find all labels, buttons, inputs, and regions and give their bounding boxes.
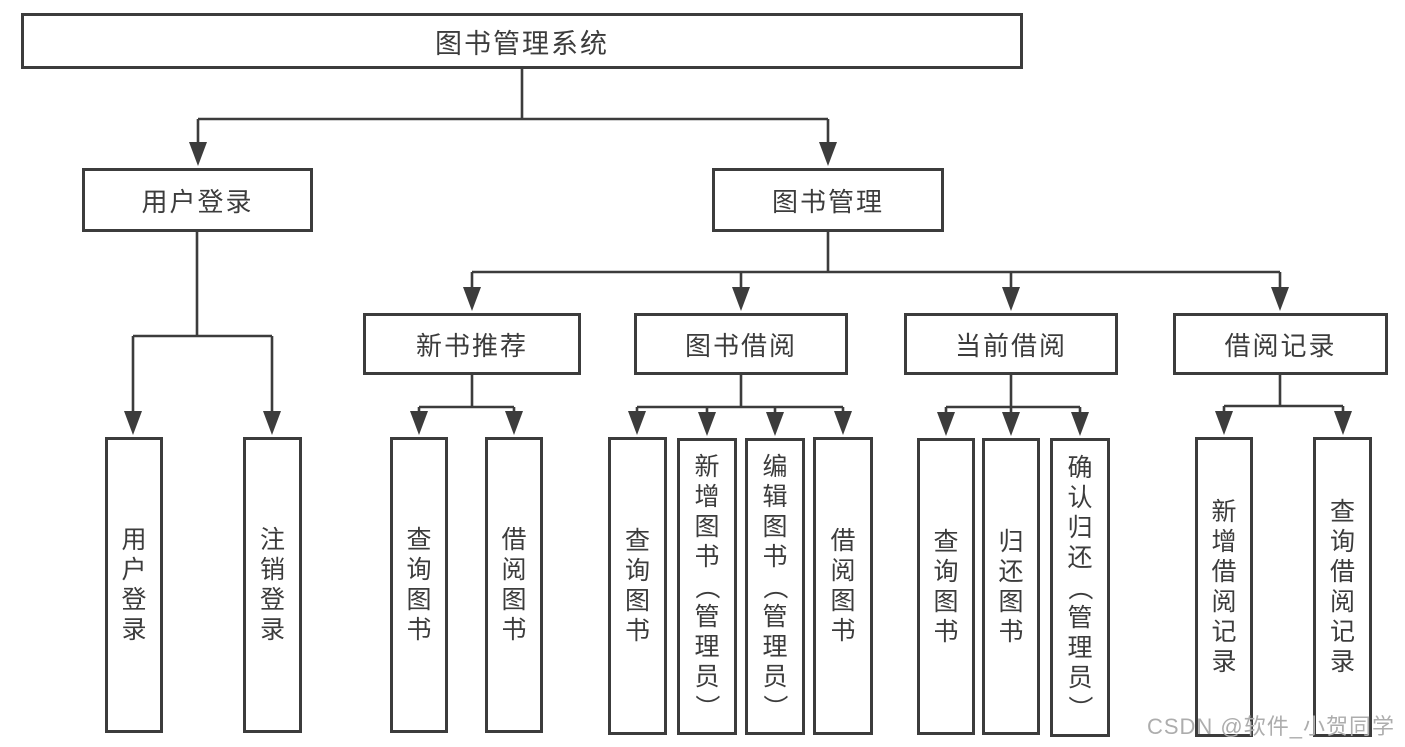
box-label-book-mgmt: 图书管理 (771, 186, 884, 217)
box-label-bb-add-books: 新增图书（管理员） (692, 452, 721, 720)
arrowhead-icons (124, 142, 1352, 436)
box-label-cb-return-books: 归还图书 (998, 527, 1024, 646)
box-user-login: 用户登录 (82, 168, 313, 232)
box-cb-query-books: 查询图书 (917, 438, 975, 735)
box-bb-edit-books: 编辑图书（管理员） (745, 438, 805, 735)
box-cb-return-books: 归还图书 (982, 438, 1040, 735)
box-label-borrow-records: 借阅记录 (1224, 330, 1337, 361)
box-new-book-rec: 新书推荐 (363, 313, 581, 375)
box-bb-query-books: 查询图书 (608, 437, 667, 735)
box-label-user-login: 用户登录 (141, 186, 254, 217)
box-label-cb-confirm-return: 确认归还（管理员） (1065, 453, 1094, 721)
box-label-root: 图书管理系统 (435, 28, 609, 59)
box-label-bb-query-books: 查询图书 (624, 527, 650, 645)
box-rec-query-books: 查询图书 (390, 437, 448, 733)
box-user-login-leaf: 用户登录 (105, 437, 163, 733)
box-book-borrow: 图书借阅 (634, 313, 848, 375)
box-label-cb-query-books: 查询图书 (933, 527, 959, 646)
box-root: 图书管理系统 (21, 13, 1023, 69)
box-label-rec-borrow-books: 借阅图书 (501, 526, 527, 644)
box-logout-leaf: 注销登录 (243, 437, 302, 733)
box-bb-add-books: 新增图书（管理员） (677, 438, 737, 735)
box-label-new-book-rec: 新书推荐 (415, 330, 528, 361)
box-book-mgmt: 图书管理 (712, 168, 944, 232)
box-label-user-login-leaf: 用户登录 (121, 526, 147, 644)
box-br-query-record: 查询借阅记录 (1313, 437, 1372, 737)
box-cb-confirm-return: 确认归还（管理员） (1050, 438, 1110, 737)
box-label-book-borrow: 图书借阅 (684, 330, 797, 361)
box-label-logout-leaf: 注销登录 (259, 526, 285, 644)
box-current-borrow: 当前借阅 (904, 313, 1118, 375)
box-br-add-record: 新增借阅记录 (1195, 437, 1253, 737)
box-borrow-records: 借阅记录 (1173, 313, 1388, 375)
box-label-rec-query-books: 查询图书 (406, 526, 432, 644)
watermark: CSDN @软件_小贺同学 (1146, 714, 1395, 739)
box-label-bb-edit-books: 编辑图书（管理员） (760, 452, 789, 720)
box-label-br-add-record: 新增借阅记录 (1211, 498, 1237, 676)
box-label-br-query-record: 查询借阅记录 (1329, 498, 1355, 676)
box-label-current-borrow: 当前借阅 (954, 330, 1067, 361)
box-label-bb-borrow-books: 借阅图书 (830, 527, 856, 645)
tree-edges (131, 69, 1345, 416)
box-bb-borrow-books: 借阅图书 (813, 437, 873, 735)
box-rec-borrow-books: 借阅图书 (485, 437, 543, 733)
